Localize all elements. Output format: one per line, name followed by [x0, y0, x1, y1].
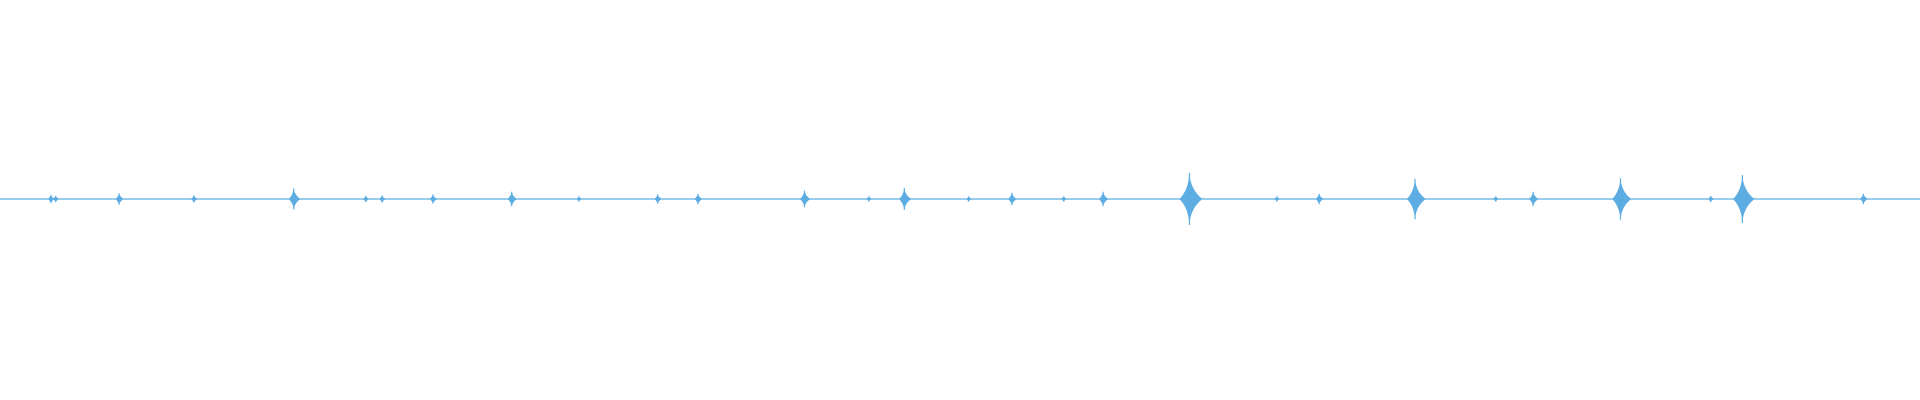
- waveform-peak: [1733, 175, 1755, 223]
- waveform-peak: [1179, 173, 1203, 225]
- waveform-peaks: [47, 173, 1869, 225]
- waveform-peak: [799, 190, 811, 208]
- waveform-peak: [1528, 191, 1539, 207]
- waveform-peak: [1098, 191, 1109, 207]
- waveform-peak: [507, 191, 518, 207]
- waveform-peak: [898, 188, 912, 210]
- waveform-peak: [288, 188, 301, 210]
- waveform-peak: [1406, 178, 1426, 220]
- waveform-peak: [1612, 178, 1632, 220]
